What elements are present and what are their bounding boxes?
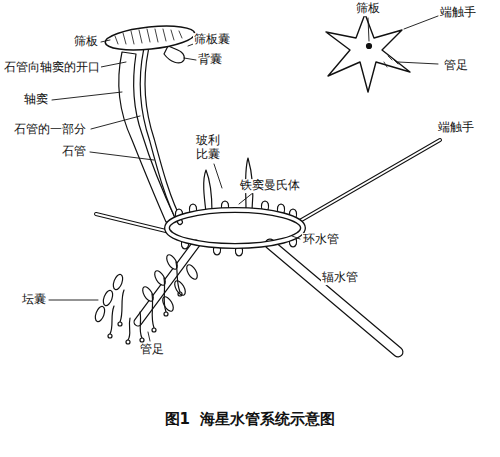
madreporite-hatching	[115, 29, 182, 44]
starfish-inset	[326, 14, 410, 92]
radial-canal	[298, 140, 440, 222]
part-label: 玻利比囊	[194, 134, 221, 162]
part-label: 石管	[61, 145, 87, 159]
part-label: 轴窦	[23, 93, 49, 107]
part-label: 管足	[443, 59, 469, 73]
inset-madreporite	[367, 44, 372, 49]
ampullae	[94, 253, 200, 323]
part-label: 筛板囊	[193, 33, 231, 47]
madreporite	[104, 22, 196, 53]
leader-lines	[49, 16, 438, 341]
part-label: 石管的一部分	[13, 123, 87, 137]
polian-vesicle	[204, 170, 212, 212]
part-label: 端触手	[437, 121, 475, 135]
part-label: 端触手	[439, 6, 477, 20]
figure-caption: 图1 海星水管系统示意图	[0, 410, 500, 429]
ring-canal	[167, 210, 303, 246]
radial-canal	[96, 214, 170, 232]
radial-canal	[138, 244, 196, 322]
part-label: 石管向轴窦的开口	[3, 61, 101, 75]
dorsal-sac	[164, 46, 184, 63]
part-label: 筛板	[355, 2, 381, 16]
part-label: 铁窦曼氏体	[239, 179, 301, 193]
radial-canal	[270, 244, 398, 352]
part-label: 辐水管	[321, 271, 359, 285]
tube-feet	[108, 262, 182, 344]
part-label: 背囊	[197, 53, 223, 67]
stone-canal	[143, 50, 180, 222]
part-label: 筛板	[73, 35, 99, 49]
part-label: 坛囊	[21, 293, 47, 307]
part-label: 环水管	[302, 233, 340, 247]
part-label: 管足	[139, 343, 165, 357]
inset-tube-feet	[384, 56, 398, 67]
